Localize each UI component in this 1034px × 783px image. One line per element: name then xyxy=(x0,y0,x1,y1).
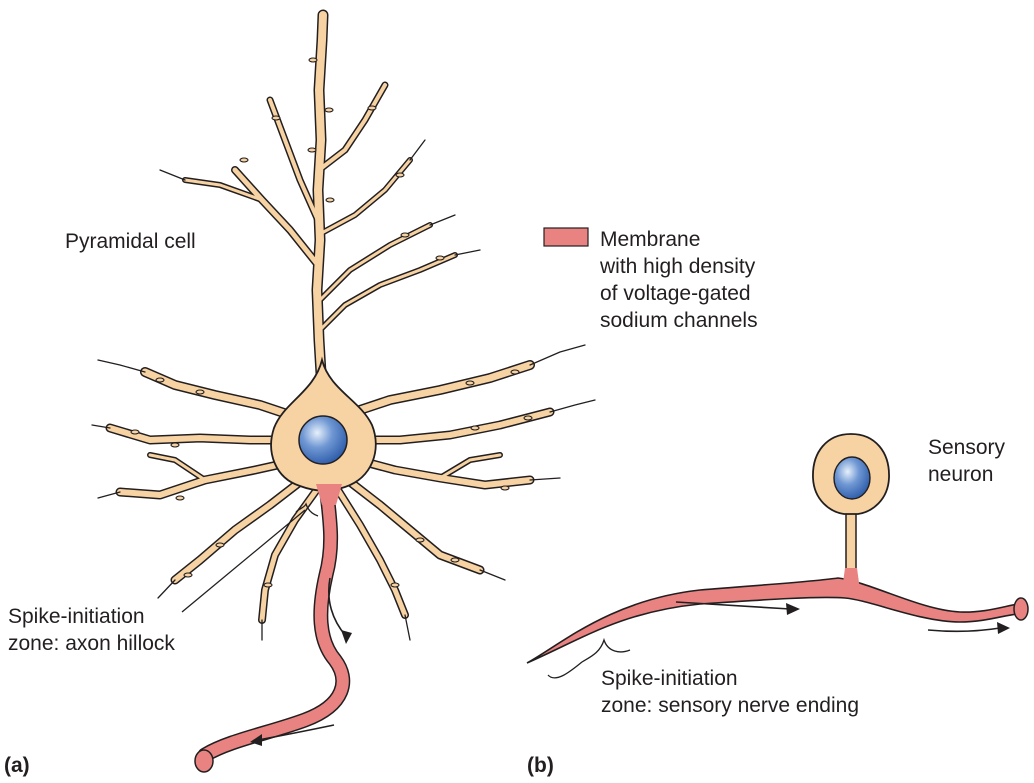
sensory-neuron xyxy=(526,433,1029,679)
sensory-neuron-line-2: neuron xyxy=(928,463,994,486)
sensory-neuron-label: Sensory neuron xyxy=(928,434,1005,488)
spike-zone-b-line-2: zone: sensory nerve ending xyxy=(601,694,859,717)
nerve-ending-bracket xyxy=(547,637,631,679)
panel-a-label: (a) xyxy=(4,754,30,777)
spike-zone-a-line-1: Spike-initiation xyxy=(8,605,145,628)
legend-line-3: of voltage-gated xyxy=(600,282,751,305)
sensory-axon-outline xyxy=(526,577,1019,664)
pyramidal-cell xyxy=(91,9,596,773)
legend-line-1: Membrane xyxy=(600,228,701,251)
spike-zone-a-label: Spike-initiation zone: axon hillock xyxy=(8,603,175,657)
sensory-neuron-line-1: Sensory xyxy=(928,436,1006,459)
axon-hillock xyxy=(316,484,342,505)
axon-hillock-bracket xyxy=(181,502,319,613)
legend-label: Membrane with high density of voltage-ga… xyxy=(600,226,758,334)
axon xyxy=(194,477,351,773)
sensory-axon-terminal xyxy=(1013,597,1029,621)
sensory-stalk xyxy=(845,507,857,579)
spike-zone-a-line-2: zone: axon hillock xyxy=(8,632,175,655)
pyramidal-nucleus xyxy=(298,415,348,465)
dendrites xyxy=(91,9,596,641)
legend-swatch xyxy=(543,227,589,247)
pyramidal-cell-label: Pyramidal cell xyxy=(65,230,196,253)
dendritic-spines xyxy=(130,57,533,588)
panel-b-label: (b) xyxy=(527,754,554,777)
sensory-nucleus xyxy=(833,456,871,500)
sensory-flow-arrows xyxy=(675,601,1001,633)
legend-line-4: sodium channels xyxy=(600,309,758,332)
spike-zone-b-label: Spike-initiation zone: sensory nerve end… xyxy=(601,665,859,719)
legend-line-2: with high density xyxy=(600,255,756,278)
spike-zone-b-line-1: Spike-initiation xyxy=(601,667,738,690)
